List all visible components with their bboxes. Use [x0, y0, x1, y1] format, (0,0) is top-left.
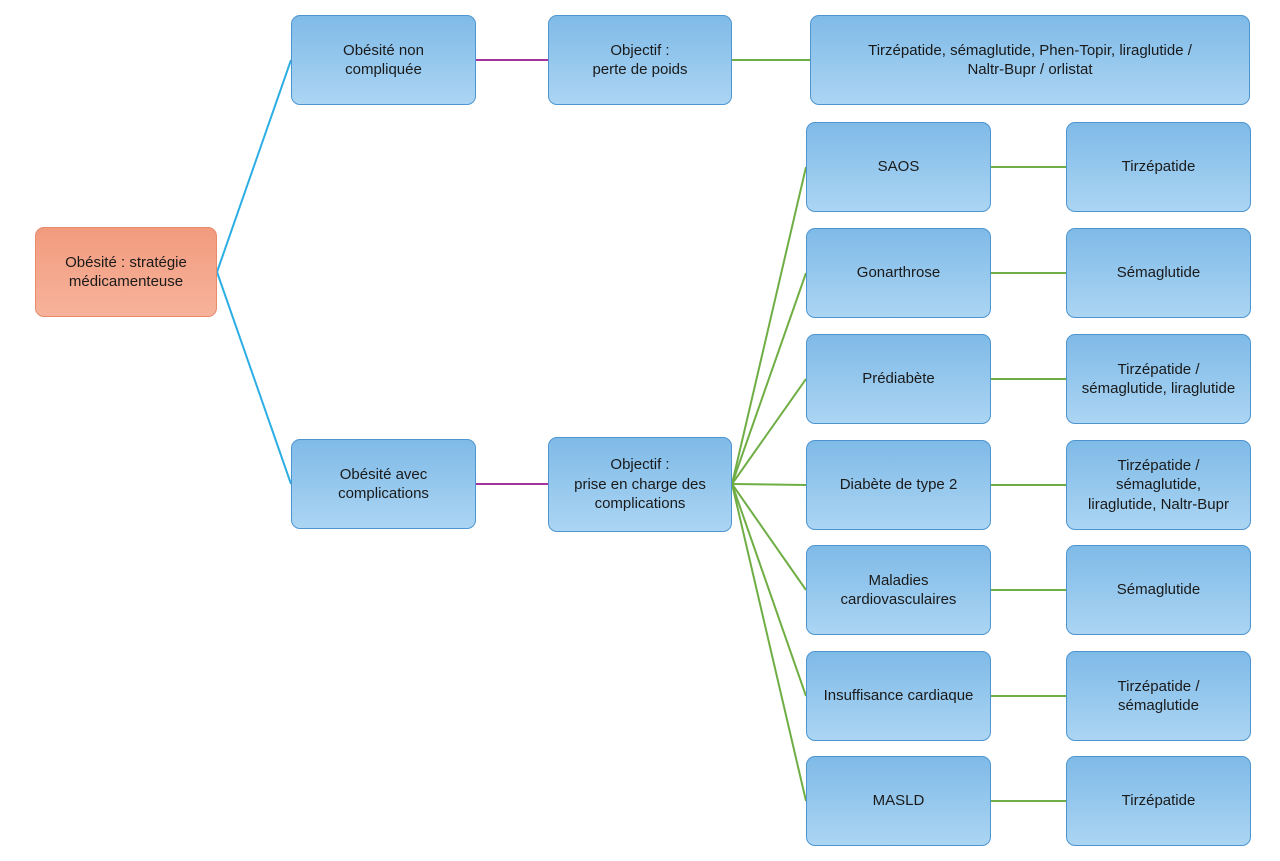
node-treatment-prediabete: Tirzépatide / sémaglutide, liraglutide: [1066, 334, 1251, 424]
node-label: Gonarthrose: [856, 264, 941, 282]
node-label: Obésité non compliquée: [343, 41, 424, 79]
node-label: Diabète de type 2: [839, 476, 958, 494]
node-complication-saos: SAOS: [806, 122, 991, 212]
connector-objectif-to-saos: [731, 166, 807, 485]
connector-objectif-to-maladies-cardiovasculaires: [731, 483, 807, 591]
node-label: Insuffisance cardiaque: [823, 687, 974, 705]
connector-objectif-to-gonarthrose: [731, 272, 807, 485]
node-label: Tirzépatide: [1121, 158, 1196, 176]
node-label: Sémaglutide: [1116, 264, 1201, 282]
node-label: Prédiabète: [862, 370, 935, 388]
node-complication-gonarthrose: Gonarthrose: [806, 228, 991, 318]
node-label: Obésité : stratégie médicamenteuse: [65, 253, 187, 291]
node-treatment-insuffisance-cardiaque: Tirzépatide / sémaglutide: [1066, 651, 1251, 741]
connector-objectif-to-diabete-type-2: [731, 483, 807, 486]
node-label: Tirzépatide / sémaglutide, liraglutide: [1081, 360, 1236, 398]
node-root: Obésité : stratégie médicamenteuse: [35, 227, 217, 317]
node-label: Objectif : prise en charge des complicat…: [574, 456, 706, 513]
node-treatment-perte-de-poids: Tirzépatide, sémaglutide, Phen-Topir, li…: [810, 15, 1250, 105]
node-objectif-prise-en-charge: Objectif : prise en charge des complicat…: [548, 437, 732, 532]
node-treatment-masld: Tirzépatide: [1066, 756, 1251, 846]
node-complication-prediabete: Prédiabète: [806, 334, 991, 424]
connector-objectif-to-masld: [731, 483, 807, 802]
node-label: Obésité avec complications: [338, 465, 429, 503]
node-label: Maladies cardiovasculaires: [840, 571, 957, 609]
node-complication-maladies-cardiovasculaires: Maladies cardiovasculaires: [806, 545, 991, 635]
connector-objectif-to-prediabete: [731, 378, 807, 485]
node-complication-diabete-type-2: Diabète de type 2: [806, 440, 991, 530]
node-obesite-avec-complications: Obésité avec complications: [291, 439, 476, 529]
node-complication-masld: MASLD: [806, 756, 991, 846]
node-label: Tirzépatide / sémaglutide: [1117, 677, 1200, 715]
node-treatment-diabete-type-2: Tirzépatide / sémaglutide, liraglutide, …: [1066, 440, 1251, 530]
node-obesite-non-compliquee: Obésité non compliquée: [291, 15, 476, 105]
node-objectif-perte-de-poids: Objectif : perte de poids: [548, 15, 732, 105]
connector-objectif-to-insuffisance-cardiaque: [731, 483, 807, 697]
connector-root-to-non-compliquee: [216, 59, 292, 273]
node-label: SAOS: [877, 158, 920, 176]
node-treatment-saos: Tirzépatide: [1066, 122, 1251, 212]
node-label: MASLD: [872, 792, 925, 810]
node-label: Tirzépatide / sémaglutide, liraglutide, …: [1088, 456, 1229, 513]
connector-root-to-avec-complications: [216, 271, 292, 485]
node-label: Sémaglutide: [1116, 581, 1201, 599]
node-treatment-maladies-cardiovasculaires: Sémaglutide: [1066, 545, 1251, 635]
node-treatment-gonarthrose: Sémaglutide: [1066, 228, 1251, 318]
node-label: Tirzépatide: [1121, 792, 1196, 810]
node-label: Tirzépatide, sémaglutide, Phen-Topir, li…: [868, 41, 1192, 79]
node-label: Objectif : perte de poids: [592, 41, 688, 79]
node-complication-insuffisance-cardiaque: Insuffisance cardiaque: [806, 651, 991, 741]
